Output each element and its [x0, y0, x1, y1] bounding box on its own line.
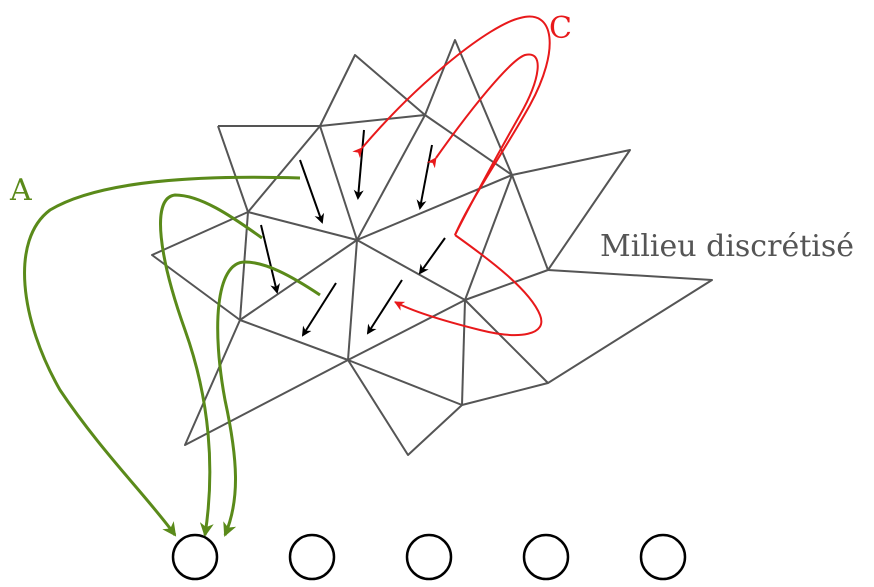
field-arrow: [418, 237, 446, 275]
a-path: [216, 260, 321, 537]
label-a: A: [9, 173, 32, 208]
field-arrow: [260, 224, 281, 294]
field-arrows: [260, 129, 446, 337]
c-path: [426, 53, 539, 236]
field-arrow: [301, 282, 337, 337]
receiver-node: [522, 533, 570, 581]
label-medium: Milieu discrétisé: [600, 229, 854, 264]
a-paths: [23, 175, 321, 537]
a-path: [159, 193, 263, 537]
field-arrow: [299, 159, 325, 224]
receivers: [171, 533, 687, 581]
receiver-node: [171, 533, 219, 581]
mesh-boundary: [151, 39, 713, 456]
field-arrow: [366, 279, 403, 335]
field-arrow: [353, 129, 365, 200]
receiver-node: [405, 533, 453, 581]
field-arrow: [416, 144, 433, 210]
c-path: [394, 234, 543, 336]
receiver-node: [288, 533, 336, 581]
c-paths: [352, 15, 551, 336]
a-path: [23, 175, 301, 537]
c-path: [352, 15, 551, 236]
label-c: C: [549, 11, 572, 46]
receiver-node: [639, 533, 687, 581]
